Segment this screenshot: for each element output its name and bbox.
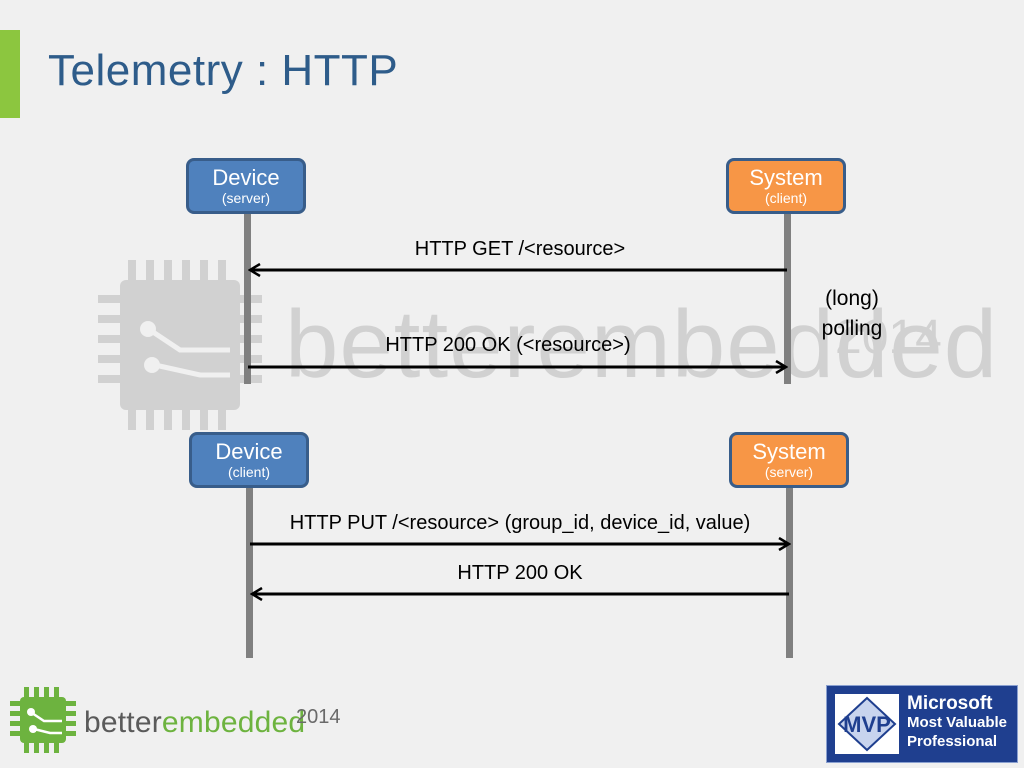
lifeline-device-1	[244, 214, 251, 384]
mvp-badge: MVP Microsoft Most Valuable Professional	[826, 685, 1018, 763]
polling-note: (long) polling	[802, 284, 902, 344]
footer-logo-text-b: embedded	[161, 706, 306, 739]
slide-title: Telemetry : HTTP	[48, 46, 399, 95]
mvp-line: Professional	[907, 733, 998, 750]
actor-role: (client)	[227, 464, 270, 480]
actor-role: (client)	[764, 190, 807, 206]
mvp-badge-text: Microsoft Most Valuable Professional	[907, 694, 1007, 751]
actor-system-client: System (client)	[726, 158, 846, 214]
message-200-ok-label: HTTP 200 OK	[457, 562, 583, 584]
message-200-resource-label: HTTP 200 OK (<resource>)	[385, 334, 631, 356]
chip-logo-icon	[10, 687, 76, 753]
message-get-label: HTTP GET /<resource>	[414, 238, 626, 260]
note-line: polling	[821, 317, 883, 340]
note-line: (long)	[825, 287, 879, 310]
betterembedded-logo	[6, 683, 346, 763]
watermark-text: betterembedded	[285, 291, 999, 398]
actor-device-server: Device (server)	[186, 158, 306, 214]
lifeline-device-2	[246, 488, 253, 658]
accent-bar	[0, 30, 20, 118]
footer-logo-text: betterembedded	[84, 706, 305, 740]
mvp-mark-text: MVP	[843, 712, 891, 737]
lifeline-system-2	[786, 488, 793, 658]
mvp-line: Most Valuable	[907, 714, 1008, 731]
actor-name: System	[752, 439, 826, 464]
footer-logo-text-a: better	[84, 706, 162, 739]
actor-role: (server)	[764, 464, 814, 480]
footer-logo-year: 2014	[296, 706, 341, 728]
actor-name: Device	[215, 439, 283, 464]
actor-name: Device	[212, 165, 280, 190]
message-put-label: HTTP PUT /<resource> (group_id, device_i…	[289, 512, 751, 534]
actor-name: System	[749, 165, 823, 190]
mvp-mark-icon: MVP	[835, 694, 899, 754]
actor-role: (server)	[221, 190, 271, 206]
watermark-year: 2014	[835, 311, 942, 364]
actor-device-client: Device (client)	[189, 432, 309, 488]
lifeline-system-1	[784, 214, 791, 384]
actor-system-server: System (server)	[729, 432, 849, 488]
mvp-line: Microsoft	[907, 693, 993, 714]
